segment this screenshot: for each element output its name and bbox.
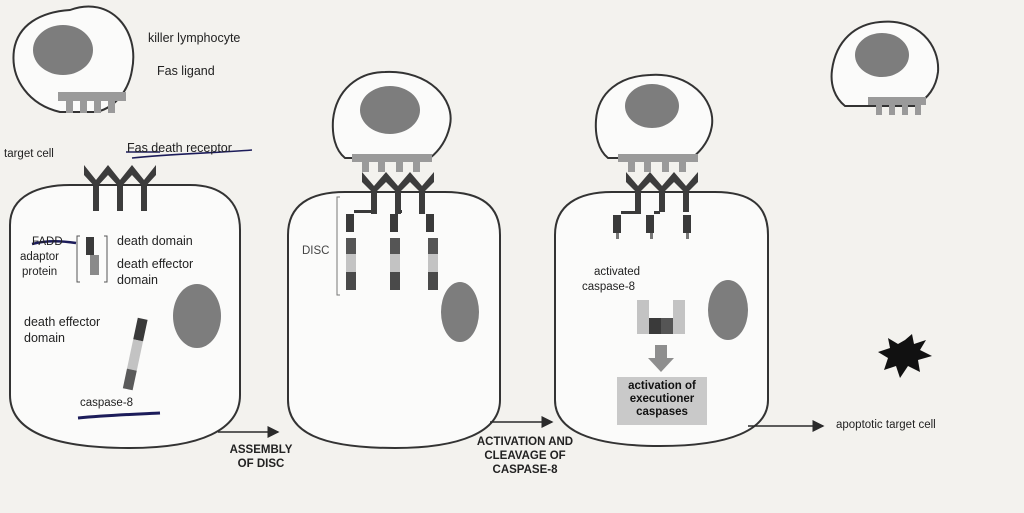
fas-death-receptor-label: Fas death receptor (127, 141, 232, 155)
activation-executioner-box: activation of executioner caspases (617, 377, 707, 425)
activation-box-line2: executioner (629, 393, 695, 405)
fas-death-receptor-3 (626, 172, 698, 212)
protein-label: protein (22, 266, 58, 278)
step-activation-line1: ACTIVATION AND (476, 436, 574, 448)
step-assembly-label: ASSEMBLY OF DISC (216, 443, 306, 471)
target-cell-label: target cell (4, 148, 54, 160)
pen-underline-fadd (31, 240, 77, 246)
killer-lymphocyte-3 (594, 73, 714, 159)
target-cell-2 (287, 191, 501, 450)
fas-ligand-3 (618, 154, 698, 172)
death-effector-domain-b-line2: domain (24, 331, 65, 345)
target-nucleus (441, 282, 479, 342)
lymphocyte-nucleus (855, 33, 909, 77)
lymphocyte-nucleus (625, 84, 679, 128)
fas-ligand-1 (58, 92, 126, 113)
lymphocyte-nucleus (360, 86, 420, 134)
step-activation-label: ACTIVATION AND CLEAVAGE OF CASPASE-8 (470, 435, 580, 477)
activated-caspase-label-line2: caspase-8 (582, 281, 636, 293)
adaptor-label: adaptor (20, 251, 60, 263)
pen-underline-fas-receptor (131, 149, 253, 159)
down-arrow (648, 345, 674, 372)
disc-label: DISC (302, 245, 330, 257)
fas-ligand-4 (868, 97, 926, 115)
step-assembly-line2: OF DISC (237, 458, 285, 470)
fas-ligand-2 (352, 154, 432, 172)
fas-death-receptor-2 (362, 172, 434, 214)
disc-complex-2 (336, 196, 438, 296)
activated-caspase-8 (637, 300, 685, 334)
caspase-8-label: caspase-8 (80, 397, 134, 409)
step-activation-line3: CASPASE-8 (492, 464, 558, 476)
activated-caspase-label-line1: activated (594, 266, 641, 278)
apoptotic-cell-icon (878, 334, 932, 378)
lymphocyte-nucleus (33, 25, 93, 75)
pen-underline-caspase (77, 411, 161, 420)
fas-ligand-label: Fas ligand (157, 64, 215, 78)
fas-death-receptor-1 (84, 165, 156, 211)
killer-lymphocyte-4 (830, 20, 940, 107)
killer-lymphocyte-label: killer lymphocyte (148, 31, 241, 45)
activation-box-line3: caspases (636, 406, 688, 418)
death-effector-domain-label-line1: death effector (117, 257, 194, 271)
death-effector-domain-b-line1: death effector (24, 315, 101, 329)
fadd-label: FADD (32, 236, 63, 248)
apoptotic-target-cell-label: apoptotic target cell (836, 419, 936, 431)
death-effector-domain-label-line2: domain (117, 273, 158, 287)
fadd-residual-3 (613, 211, 691, 239)
step-assembly-line1: ASSEMBLY (229, 444, 293, 456)
target-nucleus (708, 280, 748, 340)
killer-lymphocyte-2 (331, 70, 452, 159)
target-nucleus (173, 284, 221, 348)
caspase-8-1 (122, 317, 148, 391)
step-activation-line2: CLEAVAGE OF (484, 450, 566, 462)
target-cell-1 (9, 184, 241, 450)
death-domain-label: death domain (117, 234, 193, 248)
activation-box-line1: activation of (628, 380, 696, 392)
fadd-adaptor-1 (76, 235, 108, 283)
